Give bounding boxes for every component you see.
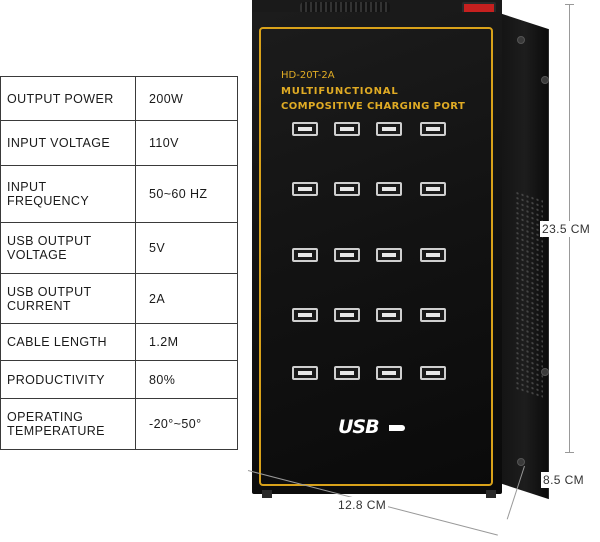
dimension-cap (565, 452, 574, 453)
usb-logo-plug-icon (389, 425, 405, 431)
gold-frame (259, 27, 493, 486)
spec-key: USB OUTPUT VOLTAGE (0, 222, 136, 274)
spec-key: PRODUCTIVITY (0, 360, 136, 399)
spec-key-line: USB OUTPUT (7, 234, 92, 248)
spec-key: CABLE LENGTH (0, 323, 136, 361)
usb-port-grid (292, 122, 467, 392)
spec-key: INPUT FREQUENCY (0, 165, 136, 223)
spec-row: CABLE LENGTH 1.2M (0, 323, 238, 361)
usb-port (376, 308, 402, 322)
title-line-1: MULTIFUNCTIONAL (281, 86, 399, 97)
screw-icon (517, 36, 525, 44)
spec-row: OPERATING TEMPERATURE -20°~50° (0, 398, 238, 450)
spec-value: 110V (135, 120, 238, 166)
usb-port (420, 122, 446, 136)
dimension-cap (565, 4, 574, 5)
usb-port (420, 366, 446, 380)
spec-key: USB OUTPUT CURRENT (0, 273, 136, 324)
usb-port (292, 122, 318, 136)
spec-table: OUTPUT POWER 200W INPUT VOLTAGE 110V INP… (0, 76, 238, 450)
device-foot (486, 490, 496, 498)
usb-port (420, 182, 446, 196)
spec-row: INPUT VOLTAGE 110V (0, 120, 238, 166)
usb-port (334, 122, 360, 136)
spec-key-line: USB OUTPUT (7, 284, 92, 299)
top-vents (300, 2, 390, 14)
usb-logo: USB (338, 416, 380, 438)
usb-port (334, 366, 360, 380)
spec-key-line: TEMPERATURE (7, 424, 105, 438)
spec-value: 50~60 HZ (135, 165, 238, 223)
spec-key: OUTPUT POWER (0, 76, 136, 121)
spec-row: USB OUTPUT CURRENT 2A (0, 273, 238, 324)
usb-port (376, 122, 402, 136)
screw-icon (517, 458, 525, 466)
usb-port (292, 366, 318, 380)
usb-port (376, 248, 402, 262)
spec-key-line: CURRENT (7, 298, 71, 313)
model-label: HD-20T-2A (281, 70, 335, 81)
spec-value: 200W (135, 76, 238, 121)
spec-value: 2A (135, 273, 238, 324)
usb-port (334, 308, 360, 322)
spec-row: OUTPUT POWER 200W (0, 76, 238, 121)
spec-key-line: VOLTAGE (7, 248, 67, 262)
spec-key: OPERATING TEMPERATURE (0, 398, 136, 450)
usb-port (420, 308, 446, 322)
device-foot (262, 490, 272, 498)
spec-value: -20°~50° (135, 398, 238, 450)
spec-key-line: OPERATING (7, 410, 84, 424)
screw-icon (541, 76, 549, 84)
spec-key-line: INPUT (7, 180, 47, 194)
spec-row: PRODUCTIVITY 80% (0, 360, 238, 399)
spec-key: INPUT VOLTAGE (0, 120, 136, 166)
spec-value: 1.2M (135, 323, 238, 361)
usb-port (334, 248, 360, 262)
usb-port (420, 248, 446, 262)
spec-value: 5V (135, 222, 238, 274)
spec-row: INPUT FREQUENCY 50~60 HZ (0, 165, 238, 223)
usb-port (334, 182, 360, 196)
spec-value: 80% (135, 360, 238, 399)
spec-key-line: FREQUENCY (7, 194, 90, 208)
title-line-2: COMPOSITIVE CHARGING PORT (281, 101, 466, 112)
width-label: 12.8 CM (336, 497, 389, 513)
screw-icon (541, 368, 549, 376)
usb-port (292, 308, 318, 322)
spec-row: USB OUTPUT VOLTAGE 5V (0, 222, 238, 274)
usb-port (376, 366, 402, 380)
side-vent-dots (515, 190, 543, 400)
usb-port (376, 182, 402, 196)
usb-port (292, 248, 318, 262)
height-label: 23.5 CM (540, 221, 593, 237)
depth-label: 8.5 CM (541, 472, 587, 488)
usb-port (292, 182, 318, 196)
